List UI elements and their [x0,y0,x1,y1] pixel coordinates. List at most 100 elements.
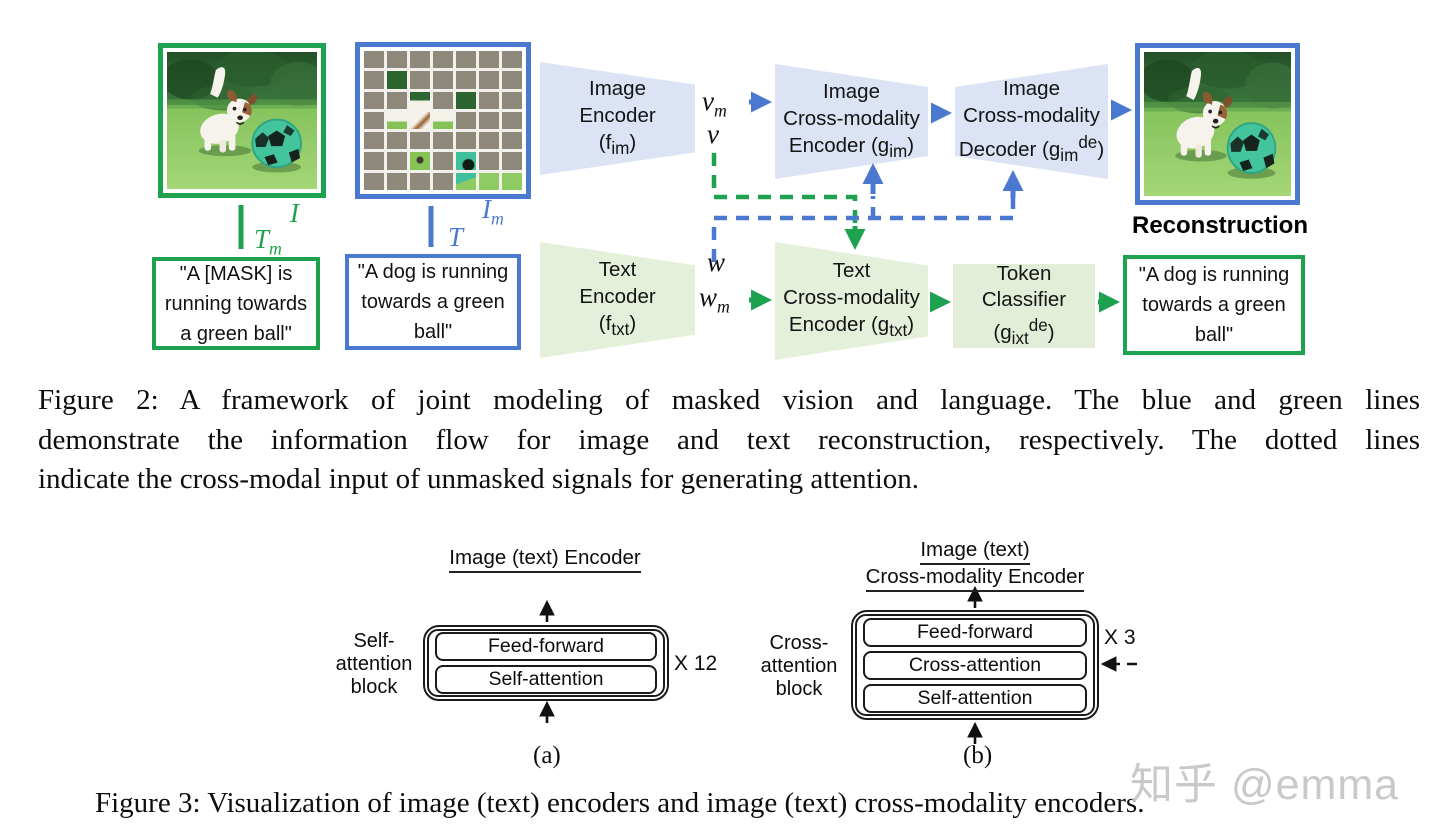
caption-line: indicate the cross-modal input of unmask… [38,463,920,495]
watermark: 知乎 @emma [1130,761,1400,809]
image-label: I [290,198,299,228]
mask-cell [479,172,499,190]
mask-cell [479,91,499,109]
mask-cell [456,51,476,69]
side-label-line: block [350,676,398,698]
text-cross-modality-encoder-block: Text Cross-modality Encoder (gtxt) [775,242,928,360]
mask-cell [456,71,476,89]
mask-cell [433,111,453,130]
mask-cell [410,152,430,170]
block-line: Cross-modality [963,103,1100,127]
fig3a-side-label: Self- attention block [330,630,418,699]
mask-cell [479,71,499,89]
mask-cell [433,172,453,190]
block-line: (fim) [598,130,637,159]
block-line: Cross-modality [783,286,920,310]
text-symbol: T [448,222,464,252]
fig3a-inner-frame: Feed-forward Self-attention [427,629,665,697]
fig3b-multiplier: X 3 [1104,626,1136,649]
mask-cell [479,111,499,130]
block-line: Encoder (gim) [788,133,915,162]
block-line: Image [823,79,880,103]
image-encoder-block: Image Encoder (fim) [540,62,695,175]
mask-cell [410,91,430,109]
fig3b-tag: (b) [963,742,993,769]
mask-cell [502,111,522,130]
feed-forward-box: Feed-forward [863,617,1087,647]
v-label: v [707,119,719,149]
block-line: Cross-modality [783,106,920,130]
masked-image-box [355,42,531,199]
block-line: (ftxt) [598,312,637,340]
block-line: Image [589,76,646,100]
side-label-line: block [775,678,823,700]
block-line: Token [996,261,1052,285]
figure3-caption: Figure 3: Visualization of image (text) … [95,787,1145,819]
image-cross-modality-decoder-block: Image Cross-modality Decoder (gimde) [955,64,1108,179]
feed-forward-box: Feed-forward [435,632,657,661]
fig3b-side-label: Cross- attention block [755,632,843,701]
mask-cell [479,132,499,150]
mask-cell [364,172,384,190]
dog-photo-image [167,52,317,189]
mask-cell [502,91,522,109]
mask-cell [433,132,453,150]
mask-cell [502,172,522,190]
mask-cell [479,152,499,170]
mask-cell [456,111,476,130]
side-label-line: Self- [353,630,395,652]
text-encoder-block: Text Encoder (ftxt) [540,242,695,358]
vm-label: vm [702,86,727,121]
token-classifier-block: Token Classifier (gixtde) [953,261,1095,348]
mask-cell [433,71,453,89]
mask-cell [410,71,430,89]
mask-cell [364,152,384,170]
mask-cell [364,91,384,109]
mask-cell [410,132,430,150]
input-text-box: "A dog is running towards a green ball" [345,254,521,350]
block-line: (gixtde) [993,315,1055,348]
fig3a-title: Image (text) Encoder [390,546,700,573]
masked-image-grid [364,51,522,190]
mask-cell [387,132,407,150]
mask-cell [364,111,384,130]
fig3b-title-line1: Image (text) [920,538,1030,565]
mask-cell [433,91,453,109]
fig3a-title-text: Image (text) Encoder [449,546,641,573]
mask-cell [433,152,453,170]
figure2-caption: Figure 2: A framework of joint modeling … [38,381,1420,500]
cross-attention-box: Cross-attention [863,650,1087,680]
mask-cell [502,132,522,150]
caption-line: demonstrate the information flow for ima… [38,423,1420,456]
w-label: w [707,247,726,277]
fig3b-title-line2: Cross-modality Encoder [865,565,1085,592]
mask-cell [410,51,430,69]
reconstruction-label: Reconstruction [1131,212,1308,239]
source-image-box [158,43,326,198]
mask-cell [387,51,407,69]
block-line: Text [598,258,637,282]
block-line: Text [832,259,871,283]
masked-image-symbol: Im [482,194,504,229]
mask-cell [433,51,453,69]
wm-label: wm [699,282,730,317]
fig3b-attention-block-frame: Feed-forward Cross-attention Self-attent… [851,610,1099,720]
block-line: Image [1003,76,1060,100]
mask-cell [387,71,407,89]
self-attention-box: Self-attention [863,683,1087,713]
image-cross-modality-encoder-block: Image Cross-modality Encoder (gim) [775,64,928,179]
mask-cell [456,172,476,190]
masked-text-box: "A [MASK] is running towards a green bal… [152,257,320,350]
reconstructed-dog-photo [1144,52,1291,196]
block-line: Classifier [981,287,1067,311]
block-line: Encoder (gtxt) [788,313,915,341]
self-attention-box: Self-attention [435,665,657,694]
mask-cell [502,152,522,170]
mask-cell [410,172,430,190]
masked-text-symbol: Tm [254,224,282,259]
reconstruction-image-box [1135,43,1300,205]
mask-cell [456,152,476,170]
fig3a-multiplier: X 12 [674,652,718,675]
fig3a-tag: (a) [533,742,561,769]
